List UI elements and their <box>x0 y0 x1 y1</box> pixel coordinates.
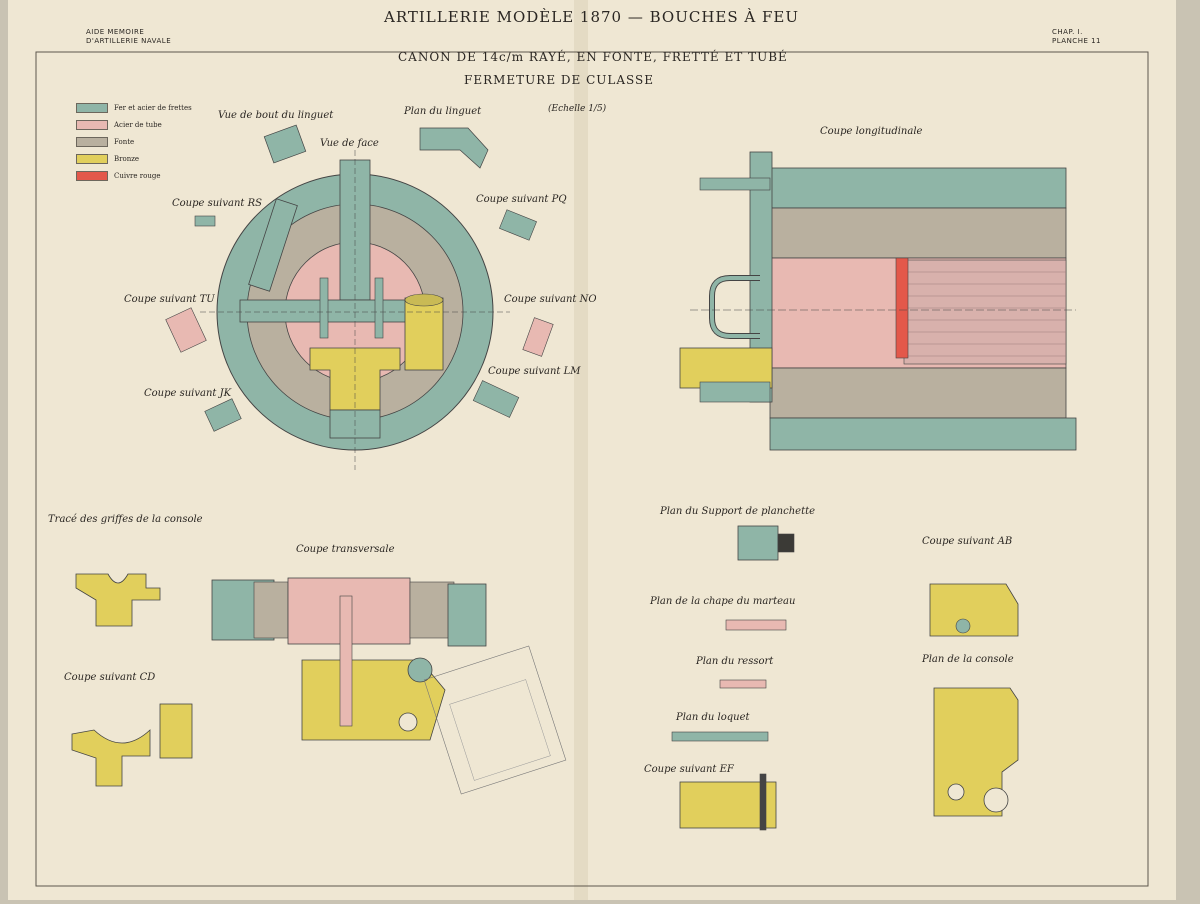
support-planchette-drawing <box>737 525 795 561</box>
plan-console-drawing <box>933 687 1019 817</box>
header-right-line2: PLANCHE 11 <box>1052 37 1102 45</box>
section-rs <box>194 215 216 227</box>
header-left-line2: D'ARTILLERIE NAVALE <box>86 37 172 45</box>
coupe-cd-drawing <box>71 703 193 787</box>
label-plan-loquet: Plan du loquet <box>676 712 750 723</box>
label-coupe-ef: Coupe suivant EF <box>644 764 734 775</box>
scale-note: (Echelle 1/5) <box>548 104 607 114</box>
legend-label: Acier de tube <box>114 121 162 129</box>
vue-de-face-drawing <box>200 150 510 470</box>
label-plan-linguet: Plan du linguet <box>404 106 482 117</box>
label-coupe-tu: Coupe suivant TU <box>124 294 215 305</box>
plate-subtitle: CANON DE 14c/m RAYÉ, EN FONTE, FRETTÉ ET… <box>398 50 788 64</box>
coupe-ab-drawing <box>929 583 1019 637</box>
chape-marteau-drawing <box>725 619 787 631</box>
label-plan-support: Plan du Support de planchette <box>660 506 816 517</box>
legend-item-fonte: Fonte <box>76 137 134 147</box>
legend-label: Fer et acier de frettes <box>114 104 192 112</box>
header-left-line1: AIDE MEMOIRE <box>86 28 145 36</box>
legend-item-cuivre: Cuivre rouge <box>76 171 160 181</box>
coupe-longitudinale-drawing <box>679 151 1077 451</box>
section-tu <box>165 307 207 353</box>
legend-label: Cuivre rouge <box>114 172 161 180</box>
linguet-end-view <box>263 124 307 164</box>
legend-label: Bronze <box>114 155 140 163</box>
label-vue-face: Vue de face <box>320 138 379 149</box>
legend-item-bronze: Bronze <box>76 154 139 164</box>
legend-swatch <box>76 137 108 147</box>
label-coupe-longitudinale: Coupe longitudinale <box>820 126 923 137</box>
label-plan-console: Plan de la console <box>922 654 1014 665</box>
paper-fold-shadow <box>574 0 588 900</box>
label-coupe-jk: Coupe suivant JK <box>144 388 232 399</box>
section-jk <box>204 398 242 432</box>
legend-item-fer: Fer et acier de frettes <box>76 103 192 113</box>
label-coupe-lm: Coupe suivant LM <box>488 366 581 377</box>
label-plan-chape: Plan de la chape du marteau <box>650 596 796 607</box>
legend-label: Fonte <box>114 138 135 146</box>
section-lm <box>472 380 520 418</box>
label-plan-ressort: Plan du ressort <box>696 656 774 667</box>
label-coupe-transversale: Coupe transversale <box>296 544 395 555</box>
label-coupe-pq: Coupe suivant PQ <box>476 194 567 205</box>
label-trace-griffes: Tracé des griffes de la console <box>48 514 203 525</box>
legend-swatch <box>76 154 108 164</box>
plate-frame <box>35 51 1149 887</box>
plate-subtitle-2: FERMETURE DE CULASSE <box>464 73 655 87</box>
legend-item-acier-tube: Acier de tube <box>76 120 162 130</box>
coupe-ef-drawing <box>679 773 777 831</box>
loquet-drawing <box>671 731 769 742</box>
label-coupe-rs: Coupe suivant RS <box>172 198 263 209</box>
plate-title: ARTILLERIE MODÈLE 1870 — BOUCHES À FEU <box>384 8 800 26</box>
section-no <box>522 317 554 357</box>
label-vue-bout-linguet: Vue de bout du linguet <box>218 110 334 121</box>
label-coupe-no: Coupe suivant NO <box>504 294 597 305</box>
legend-swatch <box>76 120 108 130</box>
label-coupe-cd: Coupe suivant CD <box>64 672 156 683</box>
header-right-line1: CHAP. I. <box>1052 28 1083 36</box>
label-coupe-ab: Coupe suivant AB <box>922 536 1013 547</box>
ressort-drawing <box>719 679 767 689</box>
griffes-console-drawing <box>75 573 161 627</box>
section-pq <box>499 209 537 241</box>
legend-swatch <box>76 171 108 181</box>
linguet-plan <box>419 127 489 169</box>
coupe-transversale-drawing <box>211 577 567 795</box>
legend-swatch <box>76 103 108 113</box>
